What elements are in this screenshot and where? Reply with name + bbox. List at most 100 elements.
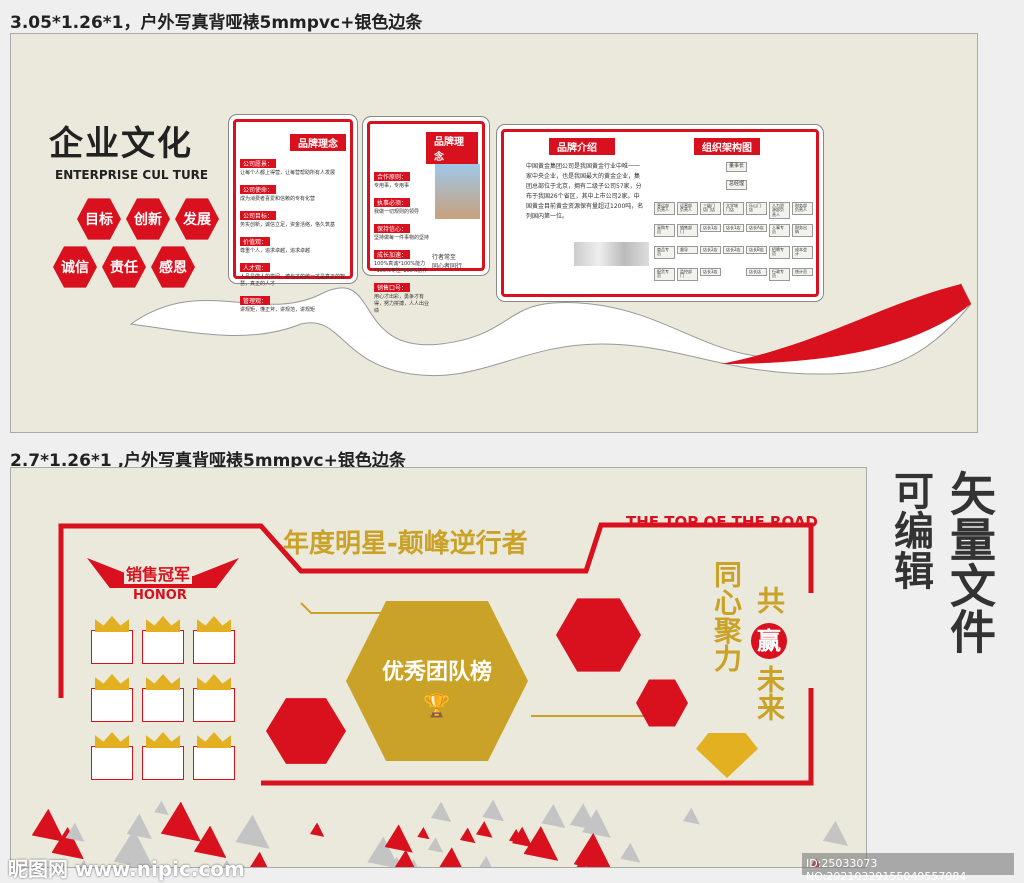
road-text: THE TOP OF THE ROAD: [626, 513, 818, 531]
triangle-decoration: [213, 859, 240, 867]
org-node: 财务出纳: [792, 224, 813, 237]
org-node: 大学城门店: [723, 202, 744, 215]
bottom-caption: 2.7*1.26*1 ,户外写真背哑裱5mmpvc+银色边条: [10, 451, 406, 471]
item-heading: 公司使命：: [240, 185, 277, 194]
brand-intro-card: 品牌介绍 组织架构图 中国黄金集团公司是我国黄金行业中唯一一家中央企业，也是我国…: [501, 129, 819, 297]
item-heading: 人才观：: [240, 263, 271, 272]
item-text: 成为消费者喜爱和信赖的专有化营: [240, 196, 316, 202]
item-text: 专用事，专用事: [374, 183, 410, 189]
org-node: 三级门店门店: [700, 202, 721, 215]
triangle-decoration: [237, 864, 250, 867]
top-panel: 企业文化 ENTERPRISE CUL TURE 目标 创新 发展 诚信 责任 …: [10, 33, 978, 433]
org-node: 销售部门: [677, 224, 698, 237]
honor-title: 销售冠军: [124, 565, 193, 584]
brand-card-1: 品牌理念 公司愿景： 让每个人都上得营，让每营帮助所有人发展公司使命： 成为消费者喜…: [233, 119, 353, 313]
card-item: 销售口号： 用心才出彩，勇争才有得，努力拼搏，人人出业绩: [374, 275, 429, 315]
honor-slot: [91, 616, 133, 672]
honor-slot: [193, 616, 235, 672]
triangle-decoration: [155, 866, 182, 867]
trophy-icon: 🏆: [423, 693, 451, 719]
card-item: 执事必须：我做一切规则的领导: [374, 190, 429, 216]
org-node: 店长1店: [700, 224, 721, 233]
triangle-decoration: [384, 856, 410, 867]
hands-photo: [435, 164, 480, 219]
item-heading: 合作原则：: [374, 172, 411, 181]
org-node: 采购专员: [654, 224, 675, 237]
intro-tag: 品牌介绍: [549, 138, 615, 155]
card-item: 保持信心：坚持做每一件事物的坚持: [374, 216, 429, 242]
org-node: 成本会计: [792, 246, 813, 259]
org-node: 店长B店: [746, 246, 767, 255]
bottom-panel: 销售冠军 HONOR 年度明星-颠峰逆行者 THE TOP OF THE ROA…: [10, 467, 867, 868]
triangle-decoration: [398, 859, 429, 867]
org-node: 招聘专员: [769, 246, 790, 259]
honor-slot: [142, 732, 184, 788]
item-heading: 成长加速：: [374, 250, 411, 259]
triangle-decoration: [400, 865, 440, 867]
item-text: 尊重个人，追求卓越，追求卓越: [240, 248, 311, 254]
slogan-line: 同心者同行: [432, 263, 463, 270]
org-node: 监控部门: [677, 268, 698, 281]
org-node: 行政专员: [769, 268, 790, 281]
side-note-2: 矢量文件: [943, 470, 997, 654]
org-node: 人事专员: [769, 224, 790, 237]
honor-slot: [91, 732, 133, 788]
org-node: 人力资源部负责人: [769, 202, 790, 220]
card-item: 公司使命： 成为消费者喜爱和信赖的专有化营: [240, 177, 346, 203]
org-tag: 组织架构图: [694, 138, 760, 155]
culture-subtitle: ENTERPRISE CUL TURE: [55, 168, 209, 182]
item-heading: 销售口号：: [374, 283, 411, 292]
photo-hex: [556, 598, 641, 672]
honor-sub: HONOR: [133, 588, 187, 603]
top-caption: 3.05*1.26*1，户外写真背哑裱5mmpvc+银色边条: [10, 13, 423, 33]
value-hex: 诚信: [53, 246, 97, 288]
org-node: 店长A店: [746, 224, 767, 233]
card-item: 合作原则： 专用事，专用事: [374, 164, 429, 190]
store-photos: [574, 242, 649, 266]
org-node: 店长店: [746, 268, 767, 277]
honor-slot: [193, 674, 235, 730]
triangle-decoration: [474, 867, 505, 868]
wave-decoration: [129, 283, 972, 377]
triangle-decoration: [467, 856, 505, 867]
honor-slot: [142, 616, 184, 672]
slogan-line: 行者常至: [432, 254, 457, 261]
slogan-2b: 赢: [751, 623, 787, 659]
intro-text: 中国黄金集团公司是我国黄金行业中唯一一家中央企业，也是我国最大的黄金企业，集团总…: [526, 163, 644, 220]
org-node: 营运部负责人: [654, 202, 675, 215]
watermark-site: 昵图网 www.nipic.com: [8, 857, 245, 881]
side-note-1: 可编辑: [887, 470, 933, 590]
item-text: 讲规矩，懂正斧，讲规范，讲规矩: [240, 307, 316, 313]
brand-card-2: 品牌理念 合作原则： 专用事，专用事执事必须：我做一切规则的领导保持信心：坚持做每…: [367, 121, 485, 314]
card-item: 成长加速： 100%真诚*100%能力*100%专注*100%协作: [374, 242, 429, 275]
item-heading: 管理观：: [240, 296, 271, 305]
org-node: 总经理: [726, 180, 748, 190]
value-hex: 目标: [77, 198, 121, 240]
card-item: 管理观： 讲规矩，懂正斧，讲规范，讲规矩: [240, 288, 346, 314]
card-slogan: 行者常至 同心者同行: [432, 252, 462, 270]
slogan-2c: 未来: [753, 665, 786, 721]
photo-hex: [266, 698, 346, 764]
org-node: 督导: [677, 246, 698, 255]
honor-slot: [193, 732, 235, 788]
org-node: 董事长: [726, 162, 748, 172]
card-tag: 品牌理念: [426, 132, 478, 164]
item-text: 坚持做每一件事物的坚持: [374, 235, 430, 241]
org-node: 商品专员: [654, 246, 675, 259]
item-text: 务实创新，诚信立足，资金活络，恪久筑基: [240, 222, 336, 228]
org-node: 店长3店: [700, 268, 721, 277]
item-text: 用心才出彩，勇争才有得，努力拼搏，人人出业绩: [374, 294, 430, 314]
item-heading: 公司愿景：: [240, 159, 277, 168]
item-text: 100%真诚*100%能力*100%专注*100%协作: [374, 261, 428, 274]
team-title: 优秀团队榜: [381, 659, 492, 685]
slogan-2a: 共: [753, 586, 786, 614]
org-node: 运营部负责人: [677, 202, 698, 215]
item-text: 让每个人都上得营，让每营帮助所有人发展: [240, 170, 336, 176]
org-node: 店长2店: [700, 246, 721, 255]
item-heading: 执事必须：: [374, 198, 411, 207]
item-heading: 公司目标：: [240, 211, 277, 220]
card-item: 价值观：尊重个人，追求卓越，追求卓越: [240, 229, 346, 255]
org-node: 统计员: [792, 268, 813, 277]
card-tag: 品牌理念: [290, 134, 346, 151]
org-node: 配货专员: [654, 268, 675, 281]
